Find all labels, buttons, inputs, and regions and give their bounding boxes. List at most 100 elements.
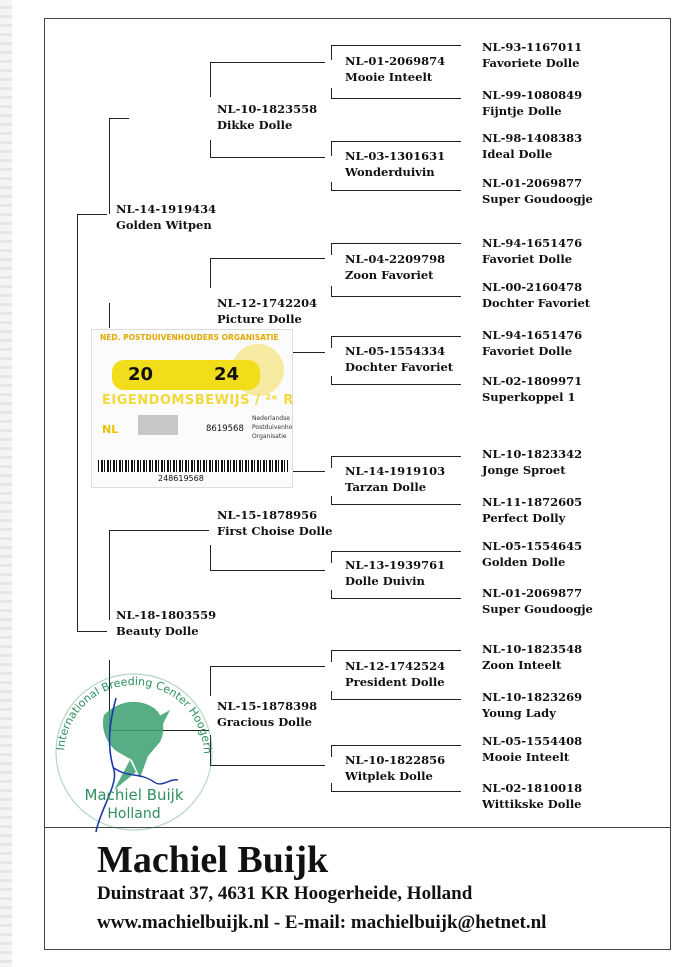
pedigree-grandparent-6: NL-13-1939761 Dolle Duivin [345, 557, 445, 589]
bird-name: Favoriet Dolle [482, 252, 573, 266]
bird-name: Dochter Favoriet [345, 360, 454, 374]
bird-name: Picture Dolle [217, 312, 302, 326]
bird-name: Superkoppel 1 [482, 390, 576, 404]
bird-name: Zoon Favoriet [345, 268, 434, 282]
bird-name: Golden Witpen [116, 218, 212, 232]
email-link[interactable]: machielbuijk@hetnet.nl [350, 912, 547, 933]
card-country: NL [102, 423, 119, 436]
card-year-left: 20 [128, 364, 154, 385]
pedigree-great-grandparent-1: NL-93-1167011 Favoriete Dolle [482, 39, 582, 71]
ring-number: NL-03-1301631 [345, 149, 446, 163]
bird-name: Witplek Dolle [345, 769, 433, 783]
pedigree-great-grandparent-6: NL-00-2160478 Dochter Favoriet [482, 279, 590, 311]
bird-name: Young Lady [482, 706, 556, 720]
bird-name: Golden Dolle [482, 555, 566, 569]
pedigree-grandparent-8: NL-10-1822856 Witplek Dolle [345, 752, 445, 784]
ring-number: NL-05-1554645 [482, 539, 583, 553]
bird-name: Fijntje Dolle [482, 104, 562, 118]
pedigree-great-grandparent-3: NL-98-1408383 Ideal Dolle [482, 130, 582, 162]
card-year-band [112, 360, 260, 390]
pedigree-great-grandparent-8: NL-02-1809971 Superkoppel 1 [482, 373, 582, 405]
pedigree-parent-4: NL-15-1878398 Gracious Dolle [217, 698, 317, 730]
bird-name: Ideal Dolle [482, 147, 553, 161]
pedigree-grandparent-3: NL-04-2209798 Zoon Favoriet [345, 251, 445, 283]
email-separator: - E-mail: [269, 912, 351, 933]
bird-name: Wonderduivin [345, 165, 435, 179]
card-title: EIGENDOMSBEWIJS / ²ᵉ RING [102, 393, 293, 408]
stamp-country: Holland [107, 806, 160, 822]
bird-name: Dochter Favoriet [482, 296, 591, 310]
contact-line: www.machielbuijk.nl - E-mail: machielbui… [97, 912, 546, 934]
ring-number: NL-10-1823269 [482, 690, 583, 704]
pedigree-great-grandparent-12: NL-01-2069877 Super Goudoogje [482, 585, 593, 617]
bird-name: Favoriete Dolle [482, 56, 580, 70]
ring-number: NL-00-2160478 [482, 280, 583, 294]
ring-number: NL-14-1919103 [345, 464, 446, 478]
ring-number: NL-10-1823342 [482, 447, 583, 461]
ring-ownership-card: NED. POSTDUIVENHOUDERS ORGANISATIE 20 24… [91, 329, 293, 488]
bird-name: Super Goudoogje [482, 192, 593, 206]
ring-number: NL-11-1872605 [482, 495, 583, 509]
ring-number: NL-04-2209798 [345, 252, 446, 266]
bird-name: Zoon Inteelt [482, 658, 562, 672]
barcode-icon [98, 460, 288, 472]
bird-name: Dikke Dolle [217, 118, 293, 132]
pedigree-dam-line: NL-18-1803559 Beauty Dolle [116, 607, 216, 639]
pedigree-great-grandparent-9: NL-10-1823342 Jonge Sproet [482, 446, 582, 478]
signature-icon [95, 697, 117, 833]
card-org-line: Nederlandse [252, 415, 290, 422]
bird-name: Favoriet Dolle [482, 344, 573, 358]
ring-number: NL-05-1554334 [345, 344, 446, 358]
pedigree-grandparent-4: NL-05-1554334 Dochter Favoriet [345, 343, 453, 375]
bird-name: Tarzan Dolle [345, 480, 427, 494]
ring-number: NL-02-1810018 [482, 781, 583, 795]
eagle-icon [102, 701, 170, 790]
ring-number: NL-94-1651476 [482, 236, 583, 250]
ring-number: NL-18-1803559 [116, 608, 217, 622]
pedigree-parent-3: NL-15-1878956 First Choise Dolle [217, 507, 332, 539]
breeder-name: Machiel Buijk [97, 839, 329, 881]
pedigree-grandparent-5: NL-14-1919103 Tarzan Dolle [345, 463, 445, 495]
bird-name: Gracious Dolle [217, 715, 312, 729]
ring-number: NL-15-1878398 [217, 699, 318, 713]
bird-name: Beauty Dolle [116, 624, 199, 638]
bird-name: First Choise Dolle [217, 524, 333, 538]
card-ring-number: 8619568 [206, 424, 244, 434]
pedigree-great-grandparent-7: NL-94-1651476 Favoriet Dolle [482, 327, 582, 359]
pedigree-grandparent-7: NL-12-1742524 President Dolle [345, 658, 445, 690]
card-org-line: Organisatie [252, 433, 287, 440]
footer-divider [44, 827, 671, 828]
pedigree-great-grandparent-5: NL-94-1651476 Favoriet Dolle [482, 235, 582, 267]
ring-number: NL-13-1939761 [345, 558, 446, 572]
bird-name: Jonge Sproet [482, 463, 566, 477]
ring-number: NL-12-1742524 [345, 659, 446, 673]
pedigree-grandparent-1: NL-01-2069874 Mooie Inteelt [345, 53, 445, 85]
document-frame [44, 18, 671, 950]
pedigree-great-grandparent-11: NL-05-1554645 Golden Dolle [482, 538, 582, 570]
ring-number: NL-01-2069874 [345, 54, 446, 68]
card-org-line: Postduivenhouders [252, 424, 293, 431]
page-binding-edge [0, 0, 12, 967]
ring-number: NL-05-1554408 [482, 734, 583, 748]
pedigree-dam: NL-12-1742204 Picture Dolle [217, 295, 317, 327]
card-org-short: Nederlandse Postduivenhouders Organisati… [252, 414, 293, 441]
ring-number: NL-15-1878956 [217, 508, 318, 522]
website-link[interactable]: www.machielbuijk.nl [97, 912, 270, 933]
pedigree-great-grandparent-4: NL-01-2069877 Super Goudoogje [482, 175, 593, 207]
ring-number: NL-10-1823558 [217, 102, 318, 116]
ring-number: NL-10-1822856 [345, 753, 446, 767]
ring-number: NL-94-1651476 [482, 328, 583, 342]
bird-name: President Dolle [345, 675, 445, 689]
bird-name: Wittikske Dolle [482, 797, 582, 811]
ring-number: NL-93-1167011 [482, 40, 583, 54]
ring-number: NL-10-1823548 [482, 642, 583, 656]
pedigree-subject: NL-14-1919434 Golden Witpen [116, 201, 216, 233]
pedigree-great-grandparent-14: NL-10-1823269 Young Lady [482, 689, 582, 721]
breeding-center-stamp: International Breeding Center Hoogerheid… [44, 660, 214, 833]
bird-name: Perfect Dolly [482, 511, 566, 525]
stamp-name: Machiel Buijk [84, 786, 183, 804]
pedigree-great-grandparent-10: NL-11-1872605 Perfect Dolly [482, 494, 582, 526]
hologram-icon [138, 415, 178, 435]
card-year-right: 24 [214, 364, 240, 385]
bird-name: Super Goudoogje [482, 602, 593, 616]
